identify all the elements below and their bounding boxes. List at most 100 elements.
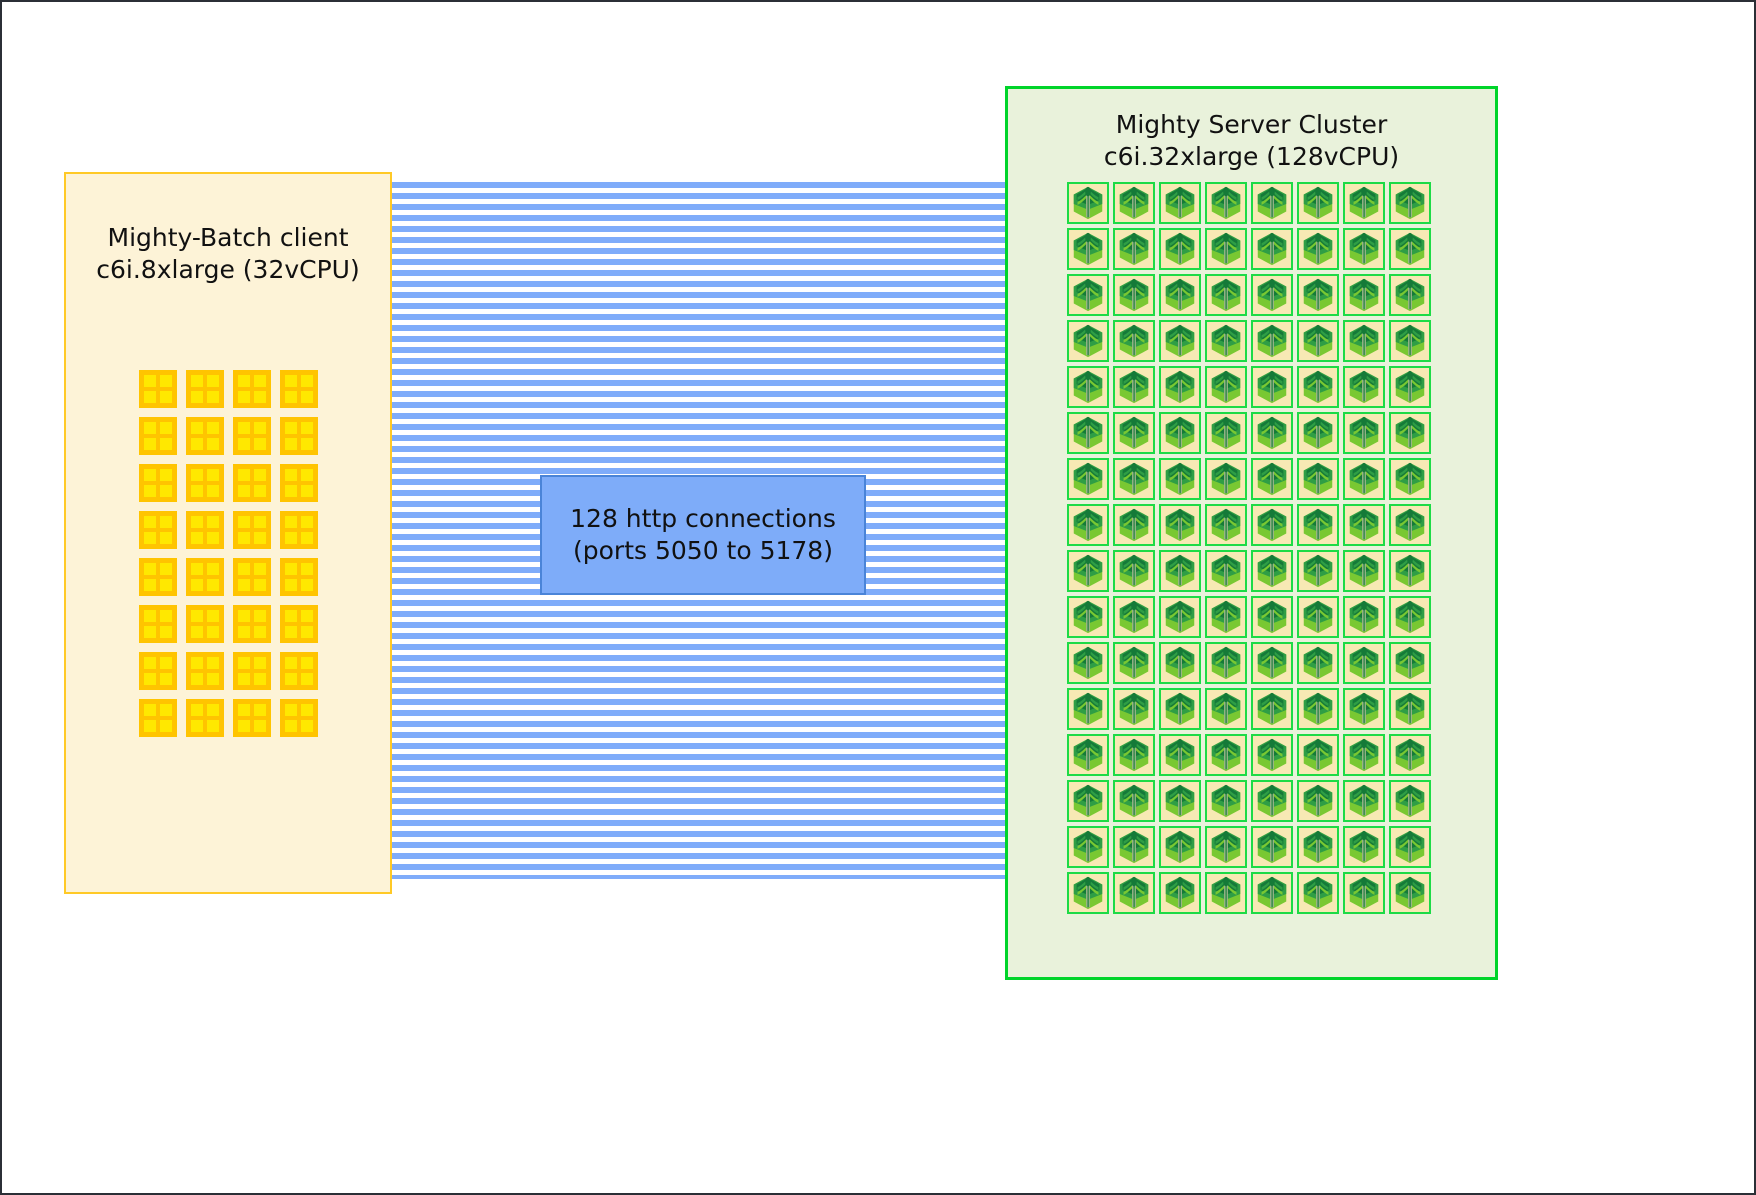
tree-server-icon bbox=[1297, 504, 1339, 546]
cpu-icon bbox=[139, 417, 177, 455]
cpu-core-cell bbox=[238, 626, 250, 638]
tree-server-icon bbox=[1343, 642, 1385, 684]
cpu-core-cell bbox=[191, 422, 203, 434]
tree-server-icon bbox=[1389, 872, 1431, 914]
tree-server-icon bbox=[1159, 412, 1201, 454]
cpu-core-cell bbox=[301, 532, 313, 544]
cpu-core-cell bbox=[144, 391, 156, 403]
server-tree-grid bbox=[1067, 182, 1431, 914]
cpu-core-cell bbox=[254, 516, 266, 528]
cpu-core-cell bbox=[285, 516, 297, 528]
tree-server-icon bbox=[1067, 274, 1109, 316]
cpu-core-cell bbox=[160, 375, 172, 387]
server-cluster-title: Mighty Server Cluster c6i.32xlarge (128v… bbox=[1103, 110, 1400, 171]
tree-server-icon bbox=[1343, 550, 1385, 592]
cpu-icon bbox=[186, 652, 224, 690]
tree-server-icon bbox=[1297, 734, 1339, 776]
tree-server-icon bbox=[1251, 182, 1293, 224]
cpu-core-cell bbox=[144, 657, 156, 669]
cpu-core-cell bbox=[254, 579, 266, 591]
cpu-core-cell bbox=[254, 391, 266, 403]
cpu-core-cell bbox=[285, 657, 297, 669]
tree-server-icon bbox=[1205, 780, 1247, 822]
tree-server-icon bbox=[1251, 458, 1293, 500]
tree-server-icon bbox=[1205, 504, 1247, 546]
cpu-core-cell bbox=[160, 516, 172, 528]
cpu-core-cell bbox=[207, 673, 219, 685]
tree-server-icon bbox=[1067, 872, 1109, 914]
cpu-core-cell bbox=[301, 704, 313, 716]
cpu-core-cell bbox=[207, 375, 219, 387]
cpu-core-cell bbox=[207, 469, 219, 481]
cpu-core-cell bbox=[301, 375, 313, 387]
cpu-core-cell bbox=[144, 579, 156, 591]
cpu-core-cell bbox=[238, 438, 250, 450]
cpu-core-cell bbox=[254, 673, 266, 685]
tree-server-icon bbox=[1113, 688, 1155, 730]
cpu-core-cell bbox=[285, 422, 297, 434]
cpu-icon bbox=[186, 699, 224, 737]
cpu-icon bbox=[139, 699, 177, 737]
cpu-core-cell bbox=[301, 673, 313, 685]
cpu-icon bbox=[280, 605, 318, 643]
tree-server-icon bbox=[1205, 826, 1247, 868]
tree-server-icon bbox=[1251, 320, 1293, 362]
tree-server-icon bbox=[1389, 642, 1431, 684]
tree-server-icon bbox=[1297, 826, 1339, 868]
tree-server-icon bbox=[1297, 780, 1339, 822]
cpu-core-cell bbox=[254, 485, 266, 497]
tree-server-icon bbox=[1297, 274, 1339, 316]
tree-server-icon bbox=[1159, 366, 1201, 408]
cpu-core-cell bbox=[144, 469, 156, 481]
tree-server-icon bbox=[1205, 872, 1247, 914]
cpu-core-cell bbox=[191, 485, 203, 497]
tree-server-icon bbox=[1297, 688, 1339, 730]
tree-server-icon bbox=[1205, 182, 1247, 224]
tree-server-icon bbox=[1251, 780, 1293, 822]
connection-label-box: 128 http connections (ports 5050 to 5178… bbox=[540, 475, 866, 595]
tree-server-icon bbox=[1343, 596, 1385, 638]
cpu-core-cell bbox=[144, 720, 156, 732]
cpu-core-cell bbox=[191, 563, 203, 575]
cpu-core-cell bbox=[301, 579, 313, 591]
tree-server-icon bbox=[1389, 412, 1431, 454]
tree-server-icon bbox=[1067, 228, 1109, 270]
tree-server-icon bbox=[1389, 274, 1431, 316]
cpu-core-cell bbox=[285, 485, 297, 497]
tree-server-icon bbox=[1297, 228, 1339, 270]
cpu-core-cell bbox=[254, 563, 266, 575]
cpu-core-cell bbox=[238, 579, 250, 591]
cpu-core-cell bbox=[160, 532, 172, 544]
cpu-core-cell bbox=[191, 579, 203, 591]
cpu-core-cell bbox=[191, 532, 203, 544]
tree-server-icon bbox=[1067, 780, 1109, 822]
tree-server-icon bbox=[1159, 182, 1201, 224]
cpu-icon bbox=[233, 558, 271, 596]
cpu-core-cell bbox=[285, 563, 297, 575]
tree-server-icon bbox=[1297, 550, 1339, 592]
tree-server-icon bbox=[1297, 182, 1339, 224]
cpu-core-cell bbox=[301, 720, 313, 732]
cpu-icon bbox=[280, 511, 318, 549]
tree-server-icon bbox=[1297, 366, 1339, 408]
tree-server-icon bbox=[1159, 688, 1201, 730]
cpu-core-cell bbox=[160, 391, 172, 403]
cpu-core-cell bbox=[285, 579, 297, 591]
tree-server-icon bbox=[1159, 320, 1201, 362]
cpu-core-cell bbox=[238, 485, 250, 497]
tree-server-icon bbox=[1067, 458, 1109, 500]
tree-server-icon bbox=[1389, 366, 1431, 408]
tree-server-icon bbox=[1159, 872, 1201, 914]
tree-server-icon bbox=[1343, 780, 1385, 822]
cpu-icon bbox=[280, 699, 318, 737]
tree-server-icon bbox=[1113, 412, 1155, 454]
cpu-core-cell bbox=[144, 673, 156, 685]
tree-server-icon bbox=[1251, 366, 1293, 408]
tree-server-icon bbox=[1113, 458, 1155, 500]
cpu-core-cell bbox=[254, 438, 266, 450]
cpu-core-cell bbox=[144, 610, 156, 622]
cpu-core-cell bbox=[160, 485, 172, 497]
tree-server-icon bbox=[1251, 550, 1293, 592]
client-panel-title: Mighty-Batch client c6i.8xlarge (32vCPU) bbox=[96, 223, 360, 284]
